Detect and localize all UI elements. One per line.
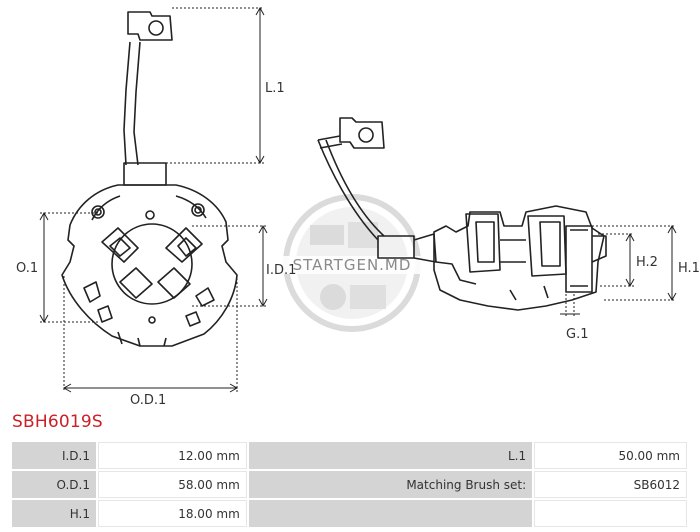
spec-label: O.D.1 — [12, 471, 96, 498]
label-h2: H.2 — [636, 255, 658, 270]
spec-value — [534, 500, 687, 527]
spec-value: 12.00 mm — [98, 442, 247, 469]
spec-label: H.1 — [12, 500, 96, 527]
spec-label: I.D.1 — [12, 442, 96, 469]
label-id1: I.D.1 — [266, 263, 296, 278]
side-view — [317, 117, 607, 311]
spec-value: 50.00 mm — [534, 442, 687, 469]
table-row: O.D.1 58.00 mm Matching Brush set: SB601… — [12, 471, 687, 498]
spec-value: SB6012 — [534, 471, 687, 498]
table-row: H.1 18.00 mm — [12, 500, 687, 527]
label-l1: L.1 — [265, 81, 285, 96]
part-number-title: SBH6019S — [12, 412, 103, 432]
spec-value: 58.00 mm — [98, 471, 247, 498]
front-view — [61, 11, 238, 347]
label-g1: G.1 — [566, 327, 588, 342]
watermark-text: STARTGEN.MD — [293, 256, 412, 274]
label-h1: H.1 — [678, 261, 700, 276]
watermark-logo — [282, 194, 422, 332]
front-dimensions — [39, 6, 268, 393]
spec-label: Matching Brush set: — [248, 471, 533, 498]
spec-label: L.1 — [248, 442, 533, 469]
table-row: I.D.1 12.00 mm L.1 50.00 mm — [12, 442, 687, 469]
label-od1: O.D.1 — [130, 393, 166, 408]
side-dimensions — [560, 224, 677, 318]
label-o1: O.1 — [16, 261, 38, 276]
technical-drawing: STARTGEN.MD — [16, 6, 700, 408]
spec-label — [248, 500, 533, 527]
spec-table: I.D.1 12.00 mm L.1 50.00 mm O.D.1 58.00 … — [10, 440, 689, 529]
spec-value: 18.00 mm — [98, 500, 247, 527]
